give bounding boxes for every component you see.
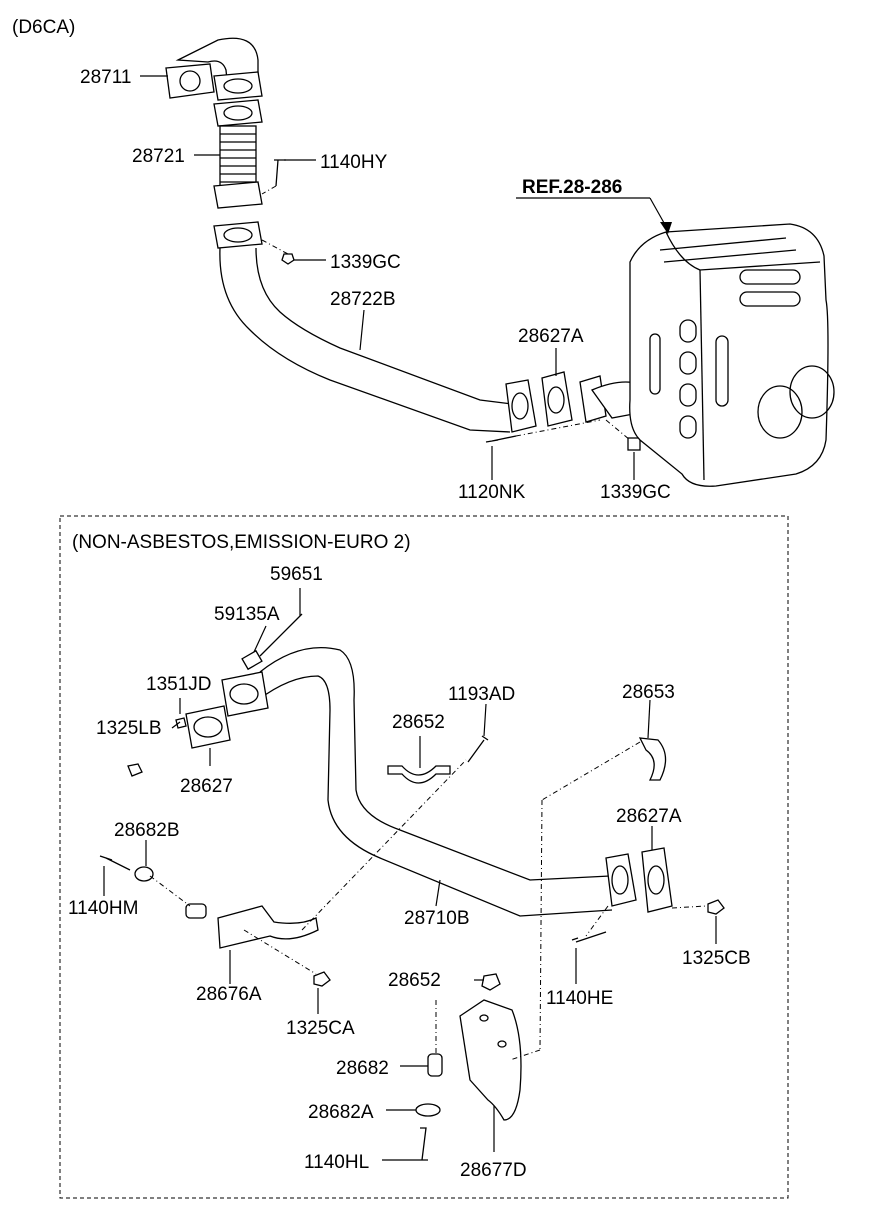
bolt-1140he xyxy=(571,931,607,943)
bracket-28676a xyxy=(217,905,319,949)
pipe-28710b xyxy=(259,647,611,881)
callout-28682a: 28682A xyxy=(308,1102,374,1123)
washer-28682a xyxy=(415,1103,441,1117)
callout-28682b: 28682B xyxy=(114,820,180,841)
inset-exhaust-assembly xyxy=(99,613,725,1161)
callout-1140he: 1140HE xyxy=(546,988,613,1009)
callout-1339gc-right: 1339GC xyxy=(600,482,671,503)
nut-1339gc-right xyxy=(627,437,641,451)
nut-28652-lower xyxy=(481,973,501,991)
callout-28627: 28627 xyxy=(180,776,233,797)
top-exhaust-assembly xyxy=(165,37,835,487)
inset-title: (NON-ASBESTOS,EMISSION-EURO 2) xyxy=(72,532,411,553)
callout-28676a: 28676A xyxy=(196,984,262,1005)
callout-28652: 28652 xyxy=(392,712,445,733)
callout-1120nk: 1120NK xyxy=(458,482,526,503)
nut-1339gc xyxy=(281,253,295,265)
clamp-28653 xyxy=(638,737,667,781)
gasket-28627 xyxy=(185,705,231,749)
callout-1140hy: 1140HY xyxy=(320,152,388,173)
callout-28627a-inset: 28627A xyxy=(616,806,682,827)
bushing-28682 xyxy=(427,1053,443,1077)
bushing-28682b xyxy=(185,903,207,919)
muffler xyxy=(629,223,835,487)
bolt-1140hm xyxy=(99,855,131,871)
flange-28711 xyxy=(165,63,215,99)
bracket-28677d xyxy=(459,999,522,1121)
callout-1325cb: 1325CB xyxy=(682,948,751,969)
engine-code-label: (D6CA) xyxy=(12,17,75,38)
gasket-28627a xyxy=(541,371,573,427)
gasket-28627a-inset xyxy=(641,847,673,913)
callout-1193ad: 1193AD xyxy=(448,684,515,705)
callout-1325lb: 1325LB xyxy=(96,718,162,739)
callout-28711: 28711 xyxy=(80,67,131,88)
bolt-1140hy xyxy=(274,159,286,187)
callout-59651: 59651 xyxy=(270,564,323,585)
callout-1140hm: 1140HM xyxy=(68,898,138,919)
inset-frame xyxy=(59,515,789,1199)
reference-label: REF.28-286 xyxy=(522,177,622,198)
callout-1351jd: 1351JD xyxy=(146,674,212,695)
nut-1325cb xyxy=(707,899,725,915)
callout-28652-lower: 28652 xyxy=(388,970,441,991)
nut-1325ca xyxy=(313,971,331,987)
bolt-1120nk xyxy=(485,435,517,443)
bolt-1193ad xyxy=(467,735,489,763)
callout-1339gc: 1339GC xyxy=(330,252,401,273)
callout-59135a: 59135A xyxy=(214,604,280,625)
callout-1140hl: 1140HL xyxy=(304,1152,369,1173)
callout-28710b: 28710B xyxy=(404,908,470,929)
callout-28682: 28682 xyxy=(336,1058,389,1079)
clamp-28652 xyxy=(387,765,451,784)
bolt-1140hl xyxy=(414,1127,428,1161)
callout-1325ca: 1325CA xyxy=(286,1018,355,1039)
callout-28653: 28653 xyxy=(622,682,675,703)
callout-28722b: 28722B xyxy=(330,289,396,310)
callout-28677d: 28677D xyxy=(460,1160,527,1181)
callout-28721: 28721 xyxy=(132,146,185,167)
callout-28627a: 28627A xyxy=(518,326,584,347)
flange-lower xyxy=(213,221,263,249)
pipe-28722b xyxy=(219,247,511,433)
